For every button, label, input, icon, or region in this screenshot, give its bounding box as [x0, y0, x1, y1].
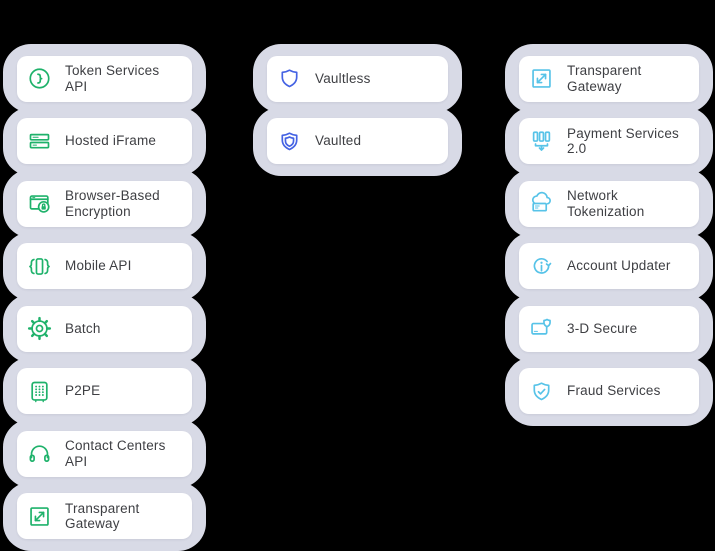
service-card-inner[interactable]: Account Updater: [519, 243, 699, 289]
service-label: Transparent Gateway: [65, 500, 140, 531]
service-card[interactable]: Vaultless: [253, 44, 462, 113]
service-card[interactable]: 3-D Secure: [505, 294, 713, 363]
service-card[interactable]: Token Services API: [3, 44, 206, 113]
service-card-inner[interactable]: 3-D Secure: [519, 305, 699, 352]
network-tokenization-icon: [528, 190, 555, 217]
service-card-inner[interactable]: Vaultless: [267, 55, 448, 102]
service-card-inner[interactable]: Token Services API: [17, 55, 192, 102]
batch-gear-icon: [26, 315, 53, 342]
transparent-gateway-icon: [26, 503, 53, 530]
contact-centers-headset-icon: [26, 440, 53, 467]
service-card[interactable]: Transparent Gateway: [3, 481, 206, 551]
service-card-inner[interactable]: Transparent Gateway: [519, 55, 699, 102]
fraud-services-shield-check-icon: [528, 378, 555, 405]
service-card[interactable]: Mobile API: [3, 231, 206, 301]
hosted-iframe-icon: [26, 128, 53, 155]
account-updater-icon: [528, 253, 555, 280]
service-card-inner[interactable]: Transparent Gateway: [17, 493, 192, 539]
service-label: 3-D Secure: [567, 320, 638, 336]
transparent-gateway-icon: [528, 65, 555, 92]
browser-encryption-icon: [26, 190, 53, 217]
service-card-inner[interactable]: Browser-Based Encryption: [17, 180, 192, 227]
service-card[interactable]: Vaulted: [253, 106, 462, 176]
token-services-api-icon: [26, 65, 53, 92]
service-card-inner[interactable]: Payment Services 2.0: [519, 118, 699, 164]
three-d-secure-icon: [528, 315, 555, 342]
service-card[interactable]: Fraud Services: [505, 356, 713, 426]
service-label: Browser-Based Encryption: [65, 188, 160, 219]
service-card[interactable]: Batch: [3, 294, 206, 363]
service-label: Batch: [65, 320, 101, 336]
service-card-inner[interactable]: Contact Centers API: [17, 430, 192, 477]
service-card-inner[interactable]: Vaulted: [267, 118, 448, 164]
service-label: Contact Centers API: [65, 438, 166, 469]
service-label: Account Updater: [567, 258, 671, 274]
service-label: Payment Services 2.0: [567, 125, 679, 156]
mobile-api-icon: [26, 253, 53, 280]
service-label: Vaultless: [315, 70, 371, 86]
service-card-inner[interactable]: Batch: [17, 305, 192, 352]
service-card-inner[interactable]: Hosted iFrame: [17, 118, 192, 164]
service-card[interactable]: Transparent Gateway: [505, 44, 713, 113]
service-card-inner[interactable]: Network Tokenization: [519, 180, 699, 227]
service-label: Vaulted: [315, 133, 362, 149]
p2pe-keypad-icon: [26, 378, 53, 405]
service-label: Transparent Gateway: [567, 63, 642, 94]
service-label: Fraud Services: [567, 383, 661, 399]
service-card[interactable]: Browser-Based Encryption: [3, 169, 206, 238]
service-label: Hosted iFrame: [65, 133, 157, 149]
service-label: P2PE: [65, 383, 101, 399]
service-card-inner[interactable]: P2PE: [17, 368, 192, 414]
service-card[interactable]: Hosted iFrame: [3, 106, 206, 176]
service-card[interactable]: P2PE: [3, 356, 206, 426]
service-card[interactable]: Network Tokenization: [505, 169, 713, 238]
service-label: Token Services API: [65, 63, 160, 94]
service-card[interactable]: Contact Centers API: [3, 419, 206, 488]
service-card-inner[interactable]: Fraud Services: [519, 368, 699, 414]
shield-nested-icon: [276, 128, 303, 155]
service-label: Network Tokenization: [567, 188, 645, 219]
service-card-inner[interactable]: Mobile API: [17, 243, 192, 289]
service-card[interactable]: Payment Services 2.0: [505, 106, 713, 176]
shield-outline-icon: [276, 65, 303, 92]
payment-services-icon: [528, 128, 555, 155]
service-label: Mobile API: [65, 258, 132, 274]
service-card[interactable]: Account Updater: [505, 231, 713, 301]
